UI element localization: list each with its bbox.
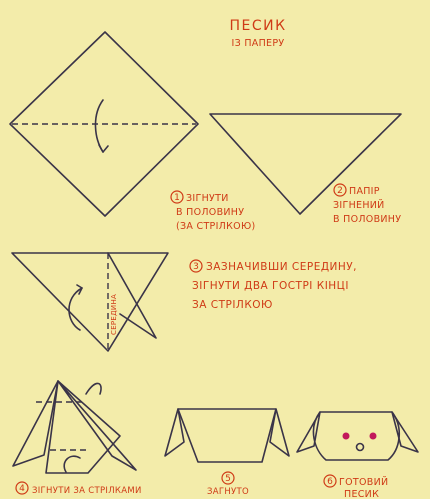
left-ear — [13, 381, 58, 466]
bottom-arrow-icon — [64, 456, 80, 472]
step5-caption: 5 ЗАГНУТО — [207, 472, 249, 497]
step4-caption: 4 ЗІГНУТИ ЗА СТРІЛКАМИ — [16, 482, 142, 496]
step5-diagram — [165, 409, 289, 462]
step2-number: 2 — [337, 186, 343, 196]
page-title: ПЕСИК — [229, 18, 286, 34]
step2-caption: 2 ПАПІР ЗІГНЕНИЙ В ПОЛОВИНУ — [333, 184, 401, 225]
step1-diagram — [10, 32, 198, 216]
step3-number: 3 — [193, 262, 199, 272]
step2-line2: ЗІГНЕНИЙ — [333, 199, 385, 211]
step3-caption: 3 ЗАЗНАЧИВШИ СЕРЕДИНУ, ЗІГНУТИ ДВА ГОСТР… — [190, 260, 357, 311]
step2-line1: ПАПІР — [349, 186, 380, 197]
step6-number: 6 — [327, 477, 333, 487]
step4-line1: ЗІГНУТИ ЗА СТРІЛКАМИ — [32, 486, 142, 496]
step1-caption: 1 ЗІГНУТИ В ПОЛОВИНУ (ЗА СТРІЛКОЮ) — [171, 191, 256, 232]
step2-diagram — [210, 114, 401, 214]
fold-arrow-icon-2 — [69, 288, 82, 330]
step1-line3: (ЗА СТРІЛКОЮ) — [176, 221, 256, 232]
right-eye — [370, 433, 377, 440]
fold-arrow-icon — [95, 100, 103, 152]
step1-number: 1 — [174, 193, 180, 203]
dog-face — [313, 412, 399, 460]
top-arrow-icon — [86, 383, 101, 394]
step3-diagram: СЕРЕДИНА — [12, 253, 168, 351]
paper-triangle — [210, 114, 401, 214]
middle-label: СЕРЕДИНА — [110, 294, 118, 335]
arrowhead-icon — [99, 145, 108, 152]
dog-head-folded — [178, 409, 276, 462]
step5-line1: ЗАГНУТО — [207, 487, 249, 497]
step4-number: 4 — [19, 484, 25, 494]
step1-line1: ЗІГНУТИ — [186, 193, 229, 204]
step3-line1: ЗАЗНАЧИВШИ СЕРЕДИНУ, — [206, 261, 357, 273]
right-ear-folded — [270, 409, 289, 456]
step6-diagram — [297, 412, 418, 460]
dog-nose — [357, 444, 364, 451]
step3-line3: ЗА СТРІЛКОЮ — [192, 299, 273, 311]
dog-head-outline — [46, 381, 120, 473]
step6-line1: ГОТОВИЙ — [339, 476, 388, 488]
step4-diagram — [13, 381, 136, 473]
step5-number: 5 — [225, 474, 231, 484]
step6-line2: ПЕСИК — [344, 489, 379, 499]
dog-right-ear — [392, 412, 418, 452]
left-eye — [343, 433, 350, 440]
page-subtitle: ІЗ ПАПЕРУ — [232, 38, 285, 49]
step2-line3: В ПОЛОВИНУ — [333, 214, 401, 225]
step1-line2: В ПОЛОВИНУ — [176, 207, 244, 218]
step6-caption: 6 ГОТОВИЙ ПЕСИК — [324, 475, 388, 499]
step3-line2: ЗІГНУТИ ДВА ГОСТРІ КІНЦІ — [192, 280, 349, 292]
paper-triangle-step3 — [12, 253, 168, 351]
